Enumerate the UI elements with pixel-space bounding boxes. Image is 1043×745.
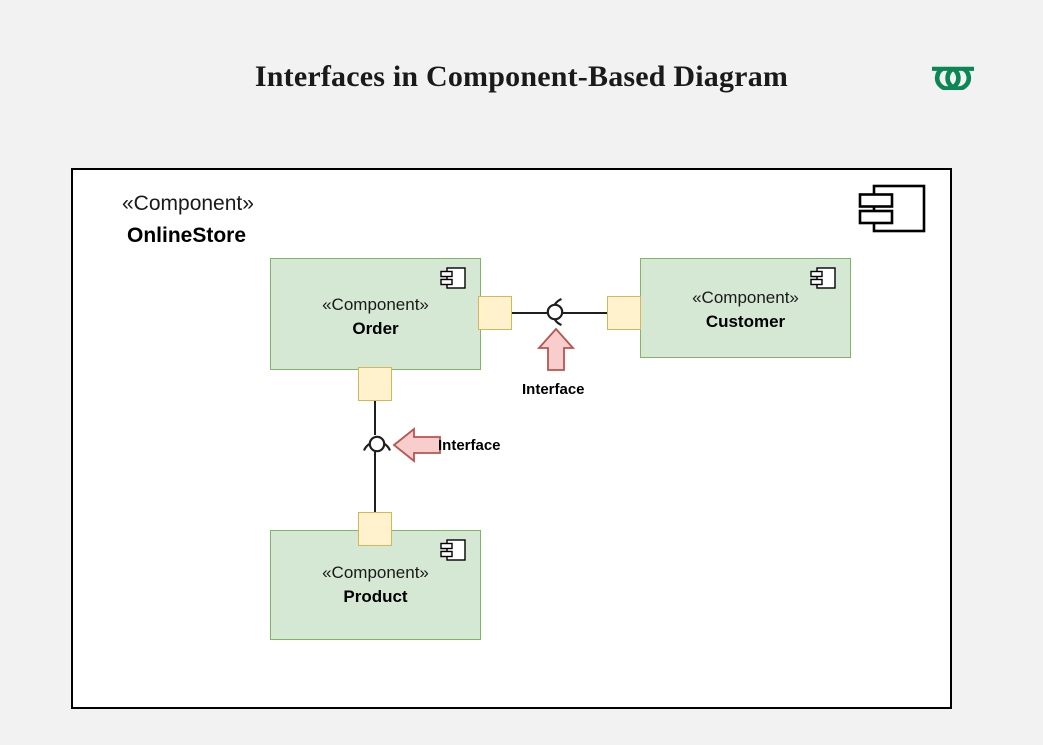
interface-ball-socket-icon[interactable] [538, 295, 572, 329]
component-order-name: Order [352, 319, 399, 338]
component-icon [810, 267, 836, 289]
component-product-stereotype: «Component» [322, 563, 429, 582]
outer-component-onlinestore [71, 168, 952, 709]
component-icon [858, 184, 926, 233]
component-customer[interactable]: «Component» Customer [640, 258, 851, 358]
component-customer-stereotype: «Component» [692, 288, 799, 307]
connector-line-order-to-interface [510, 312, 547, 314]
connector-line-interface-to-product [374, 450, 376, 513]
component-icon [440, 267, 466, 289]
connector-line-order-to-interface-vertical [374, 400, 376, 435]
annotation-arrow-up-icon [536, 327, 576, 371]
port-product-top[interactable] [358, 512, 392, 546]
port-order-right[interactable] [478, 296, 512, 330]
annotation-arrow-left-icon [392, 426, 442, 464]
connector-line-interface-to-customer [562, 312, 608, 314]
component-icon [440, 539, 466, 561]
interface-ball-socket-icon[interactable] [360, 427, 394, 461]
geeksforgeeks-logo [918, 48, 988, 91]
component-product-name: Product [343, 587, 408, 606]
port-customer-left[interactable] [607, 296, 641, 330]
page-title: Interfaces in Component-Based Diagram [254, 60, 789, 93]
component-product[interactable]: «Component» Product [270, 530, 481, 640]
annotation-label-interface: Interface [522, 381, 585, 398]
outer-component-name: OnlineStore [127, 224, 247, 247]
annotation-label-interface: Interface [438, 437, 501, 454]
component-order[interactable]: «Component» Order [270, 258, 481, 370]
component-order-stereotype: «Component» [322, 295, 429, 314]
port-order-bottom[interactable] [358, 367, 392, 401]
component-customer-name: Customer [705, 312, 786, 331]
outer-component-stereotype: «Component» [122, 192, 254, 215]
